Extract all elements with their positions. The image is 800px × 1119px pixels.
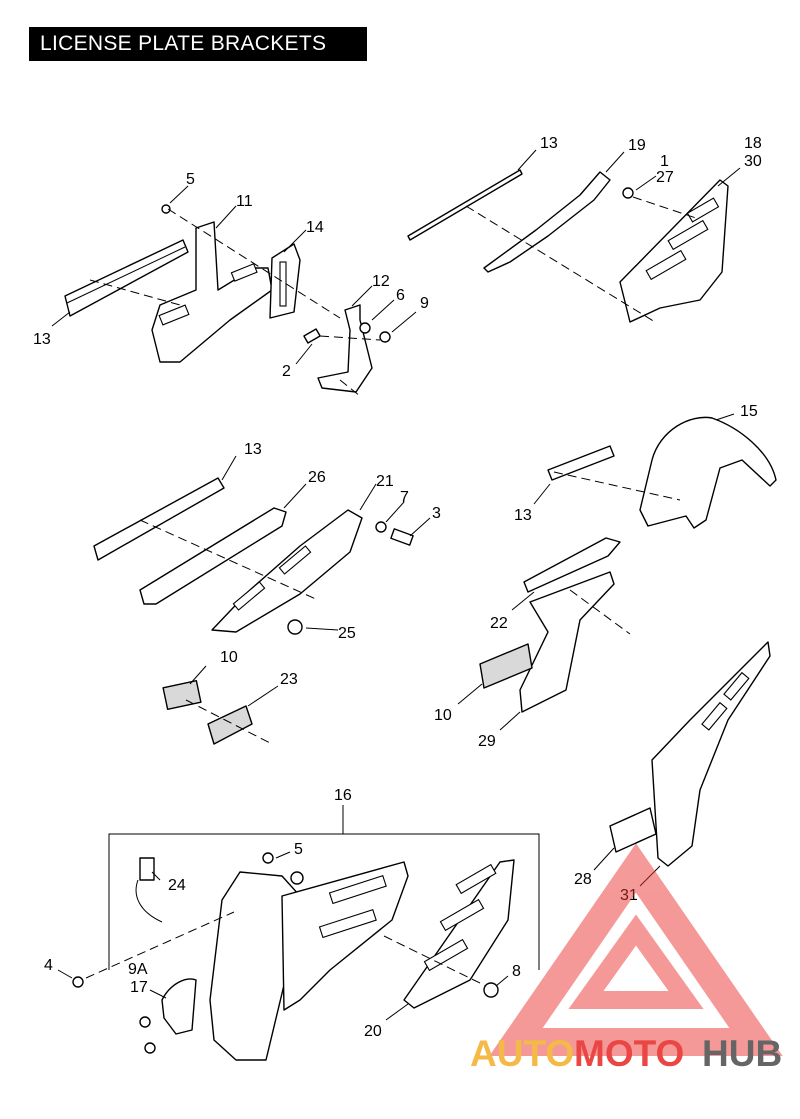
- callout-labels: 5 11 14 13 12 6 9 2 13 19 1 27 18 30 13 …: [33, 135, 762, 1040]
- callout-23: 23: [280, 671, 298, 688]
- screw-5: [161, 204, 171, 214]
- callout-leaders: [51, 149, 741, 1021]
- washer-7: [375, 521, 387, 533]
- mount-body: [209, 871, 301, 1061]
- callout-24: 24: [168, 877, 186, 894]
- screw-4: [72, 976, 84, 988]
- callout-15: 15: [740, 403, 758, 420]
- plate-strip-13: [93, 477, 225, 561]
- callout-22: 22: [490, 615, 508, 632]
- washer: [290, 871, 304, 885]
- pad-10: [162, 680, 202, 710]
- callout-28: 28: [574, 871, 592, 888]
- bolt-2: [303, 328, 321, 344]
- pad-10: [479, 643, 533, 689]
- callout-25: 25: [338, 625, 356, 642]
- group-kit-16: [72, 833, 540, 1061]
- callout-2: 2: [282, 363, 291, 380]
- bracket-20: [403, 859, 515, 1009]
- watermark-text-auto: AUTO: [470, 1033, 574, 1074]
- callout-4: 4: [44, 957, 53, 974]
- callout-8: 8: [512, 963, 521, 980]
- bracket-29: [519, 571, 615, 713]
- kit-16-bracket-line: [108, 833, 540, 970]
- callout-30: 30: [744, 153, 762, 170]
- callout-1: 1: [660, 153, 669, 170]
- callout-10: 10: [220, 649, 238, 666]
- callout-5: 5: [186, 171, 195, 188]
- pad-23: [207, 705, 253, 745]
- screw-5: [262, 852, 274, 864]
- callout-3: 3: [432, 505, 441, 522]
- group-bracket-b: [407, 169, 729, 323]
- nut-8: [483, 982, 499, 998]
- plate-strip-13: [64, 239, 189, 317]
- callout-29: 29: [478, 733, 496, 750]
- plate-strip-13: [407, 169, 523, 241]
- bracket-19: [483, 171, 611, 273]
- callout-26: 26: [308, 469, 326, 486]
- callout-20: 20: [364, 1023, 382, 1040]
- bracket-26: [139, 507, 287, 605]
- callout-14: 14: [306, 219, 324, 236]
- group-bracket-a: [64, 204, 391, 397]
- connector-24: [139, 857, 155, 881]
- callout-19: 19: [628, 137, 646, 154]
- screw-9a-2: [144, 1042, 156, 1054]
- washer-6: [359, 322, 371, 334]
- watermark-triangle-icon: [489, 843, 783, 1056]
- callout-13: 13: [540, 135, 558, 152]
- bracket-12: [317, 304, 373, 393]
- nut-9: [379, 331, 391, 343]
- bracket-11: [151, 221, 273, 363]
- callout-12: 12: [372, 273, 390, 290]
- plate-strip-13: [547, 445, 615, 481]
- callout-7: 7: [400, 489, 409, 506]
- watermark-logo: AUTO MOTO HUB: [470, 843, 783, 1074]
- callout-13: 13: [33, 331, 51, 348]
- callout-18: 18: [744, 135, 762, 152]
- callout-11: 11: [236, 193, 253, 210]
- callout-21: 21: [376, 473, 394, 490]
- pad-28: [609, 807, 657, 853]
- callout-17: 17: [130, 979, 148, 996]
- screw-9a: [139, 1016, 151, 1028]
- screw-27: [622, 187, 634, 199]
- callout-31: 31: [620, 887, 638, 904]
- callout-6: 6: [396, 287, 405, 304]
- group-bracket-e: [609, 641, 771, 867]
- group-bracket-c: [93, 477, 414, 745]
- callout-9: 9: [420, 295, 429, 312]
- group-bracket-d: [479, 416, 777, 713]
- knob-25: [287, 619, 303, 635]
- mount-17: [161, 978, 197, 1035]
- callout-16: 16: [334, 787, 352, 804]
- fender-bracket-15: [639, 416, 777, 529]
- watermark-text-moto: MOTO: [574, 1033, 684, 1074]
- bolt-3: [390, 528, 414, 546]
- connector-wire: [135, 879, 163, 923]
- callout-9a: 9A: [128, 961, 148, 978]
- bracket-plate: [281, 861, 409, 1011]
- watermark-text-hub: HUB: [702, 1033, 782, 1074]
- strip-22: [523, 537, 621, 593]
- callout-5: 5: [294, 841, 303, 858]
- callout-27: 27: [656, 169, 674, 186]
- page-title: LICENSE PLATE BRACKETS: [29, 27, 367, 61]
- bracket-31: [651, 641, 771, 867]
- callout-13: 13: [514, 507, 532, 524]
- callout-13: 13: [244, 441, 262, 458]
- callout-10: 10: [434, 707, 452, 724]
